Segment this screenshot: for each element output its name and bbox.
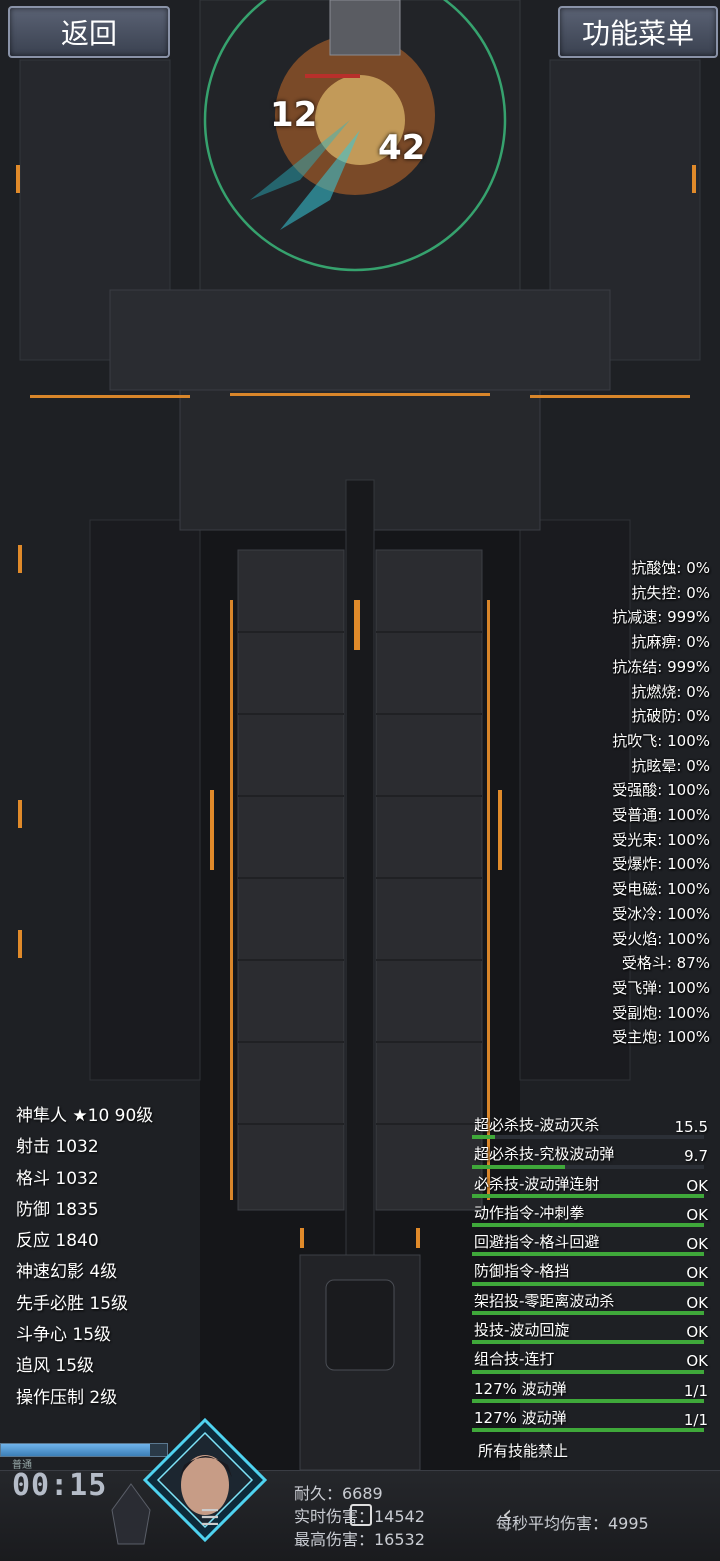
pilot-stat-item: 反应 1840 — [16, 1231, 99, 1252]
skill-name: 组合技-连打 — [474, 1350, 555, 1369]
skill-cooldown-bar — [472, 1398, 704, 1403]
skill-cooldown-value: OK — [686, 1323, 708, 1342]
resistance-item: 受普通: 100% — [612, 806, 710, 825]
pilot-stat-item: 神速幻影 4级 — [16, 1262, 118, 1283]
skill-cooldown-value: 1/1 — [683, 1381, 708, 1400]
skill-cooldown-value: 9.7 — [684, 1147, 708, 1166]
max-damage-readout: 最高伤害：16532 — [294, 1530, 425, 1549]
skill-row: 必杀技-波动弹连射 OK — [472, 1171, 712, 1200]
skill-cooldown-value: OK — [686, 1205, 708, 1224]
resistance-item: 受火焰: 100% — [612, 929, 710, 948]
resistance-item: 抗破防: 0% — [631, 707, 710, 726]
skill-cooldown-value: OK — [686, 1293, 708, 1312]
skill-name: 必杀技-波动弹连射 — [474, 1174, 600, 1193]
pilot-portrait-avatar[interactable] — [140, 1415, 270, 1545]
skill-row: 防御指令-格挡 OK — [472, 1258, 712, 1287]
skill-name: 超必杀技-究极波动弹 — [474, 1145, 615, 1164]
resistance-item: 受爆炸: 100% — [612, 855, 710, 874]
pilot-stat-item: 追风 15级 — [16, 1356, 95, 1377]
skill-cooldown-bar — [472, 1428, 704, 1433]
resistance-item: 抗冻结: 999% — [612, 657, 710, 676]
skill-cooldown-bar — [472, 1340, 704, 1345]
durability-readout: 耐久：6689 — [294, 1484, 383, 1503]
skill-cooldown-bar — [472, 1252, 704, 1257]
skill-cooldown-value: OK — [686, 1352, 708, 1371]
resistance-item: 受副炮: 100% — [612, 1003, 710, 1022]
resistance-item: 抗吹飞: 100% — [612, 731, 710, 750]
skill-row: 回避指令-格斗回避 OK — [472, 1229, 712, 1258]
resistance-item: 受光束: 100% — [612, 830, 710, 849]
player-hp-bar — [0, 1443, 168, 1457]
resistance-item: 受冰冷: 100% — [612, 904, 710, 923]
skill-cooldown-bar — [472, 1164, 704, 1169]
pilot-stat-item: 斗争心 15级 — [16, 1325, 112, 1346]
resistance-item: 抗眩晕: 0% — [631, 756, 710, 775]
floating-damage-number: 42 — [378, 128, 426, 168]
skill-name: 动作指令-冲刺拳 — [474, 1203, 585, 1222]
home-square-icon[interactable] — [350, 1504, 372, 1526]
skill-cooldown-value: 1/1 — [683, 1410, 708, 1429]
skill-name: 架招投-零距离波动杀 — [474, 1291, 615, 1310]
resistance-item: 抗燃烧: 0% — [631, 682, 710, 701]
pilot-stat-item: 神隼人 ★10 90级 — [16, 1106, 154, 1126]
skill-cooldown-bar — [472, 1193, 704, 1198]
realtime-damage-readout: 实时伤害：14542 — [294, 1507, 425, 1526]
skill-cooldown-bar — [472, 1311, 704, 1316]
skill-cooldown-value: OK — [686, 1235, 708, 1254]
pilot-stats-panel: 神隼人 ★10 90级射击 1032 格斗 1032 防御 1835 反应 1840 神… — [16, 1101, 153, 1414]
resistance-item: 抗减速: 999% — [612, 608, 710, 627]
pilot-stat-item: 防御 1835 — [16, 1199, 99, 1220]
all-skills-forbidden-label: 所有技能禁止 — [478, 1442, 569, 1460]
floating-damage-number: 12 — [270, 95, 318, 135]
skill-name: 127% 波动弹 — [474, 1408, 567, 1427]
nav-back-chevron-icon[interactable]: ‹ — [502, 1500, 513, 1530]
menu-lines-icon[interactable]: ☰ — [200, 1506, 220, 1531]
resistance-item: 抗酸蚀: 0% — [631, 559, 710, 577]
function-menu-button[interactable]: 功能菜单 — [558, 6, 718, 58]
pilot-stat-item: 先手必胜 15级 — [16, 1293, 129, 1314]
average-dps-readout: 每秒平均伤害：4995 — [496, 1514, 649, 1533]
resistance-item: 抗麻痹: 0% — [631, 633, 710, 652]
skill-row: 超必杀技-波动灭杀 15.5 — [472, 1112, 712, 1141]
skill-cooldown-bar — [472, 1223, 704, 1228]
resistance-item: 受格斗: 87% — [621, 954, 710, 973]
resistance-item: 抗失控: 0% — [631, 583, 710, 602]
skill-cooldown-bar — [472, 1369, 704, 1374]
skill-row: 架招投-零距离波动杀 OK — [472, 1288, 712, 1317]
back-button[interactable]: 返回 — [8, 6, 170, 58]
pilot-stat-item: 格斗 1032 — [16, 1168, 99, 1189]
mech-unit-icon — [111, 1483, 151, 1545]
skill-name: 超必杀技-波动灭杀 — [474, 1116, 600, 1134]
resistance-item: 受强酸: 100% — [612, 781, 710, 800]
resistance-item: 受飞弹: 100% — [612, 978, 710, 997]
stage-label: 普通 — [12, 1460, 32, 1471]
skill-cooldown-value: OK — [686, 1264, 708, 1283]
skill-row: 127% 波动弹 1/1 — [472, 1405, 712, 1434]
resistance-item: 受电磁: 100% — [612, 880, 710, 899]
enemy-resistance-list: 抗酸蚀: 0% 抗失控: 0% 抗减速: 999% 抗麻痹: 0% 抗冻结: 999% 抗… — [510, 556, 710, 1050]
skill-row: 超必杀技-究极波动弹 9.7 — [472, 1141, 712, 1170]
battle-timer: 00:15 — [12, 1468, 108, 1503]
skill-name: 127% 波动弹 — [474, 1379, 567, 1398]
skill-row: 投技-波动回旋 OK — [472, 1317, 712, 1346]
resistance-item: 受主炮: 100% — [612, 1028, 710, 1047]
skill-cooldown-value: OK — [686, 1176, 708, 1195]
skill-cooldown-value: 15.5 — [674, 1118, 708, 1136]
skill-name: 回避指令-格斗回避 — [474, 1233, 600, 1252]
pilot-stat-item: 操作压制 2级 — [16, 1387, 118, 1408]
skill-cooldown-bar — [472, 1135, 704, 1140]
skill-row: 动作指令-冲刺拳 OK — [472, 1200, 712, 1229]
skill-row: 组合技-连打 OK — [472, 1346, 712, 1375]
skill-row: 127% 波动弹 1/1 — [472, 1376, 712, 1405]
skill-cooldown-bar — [472, 1281, 704, 1286]
pilot-stat-item: 射击 1032 — [16, 1137, 99, 1158]
skill-name: 投技-波动回旋 — [474, 1321, 570, 1340]
skill-name: 防御指令-格挡 — [474, 1262, 570, 1281]
